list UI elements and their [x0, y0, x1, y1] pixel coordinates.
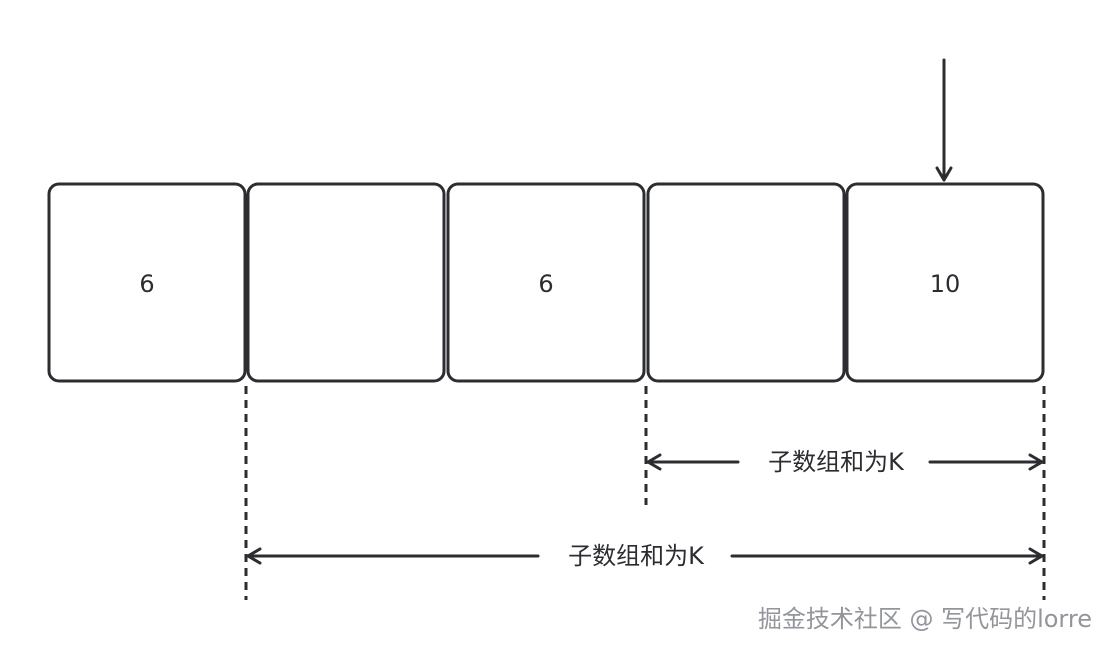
- array-cell-5: 10: [845, 182, 1045, 383]
- long-range-dimension: 子数组和为K: [246, 542, 1044, 570]
- array-cell-5-value: 10: [930, 270, 961, 298]
- array-cell-3: 6: [446, 182, 646, 383]
- long-range-label: 子数组和为K: [568, 542, 705, 570]
- short-range-label: 子数组和为K: [768, 448, 905, 476]
- watermark: 掘金技术社区 @ 写代码的lorre: [757, 605, 1092, 633]
- dashed-guides: [244, 386, 1046, 600]
- array-cell-2: [246, 182, 446, 383]
- short-range-dimension: 子数组和为K: [646, 448, 1044, 476]
- array-cells: 6 6 10: [47, 182, 1045, 383]
- array-cell-3-value: 6: [538, 270, 553, 298]
- array-cell-1-value: 6: [139, 270, 154, 298]
- array-cell-1: 6: [47, 182, 247, 383]
- array-cell-4: [646, 182, 846, 383]
